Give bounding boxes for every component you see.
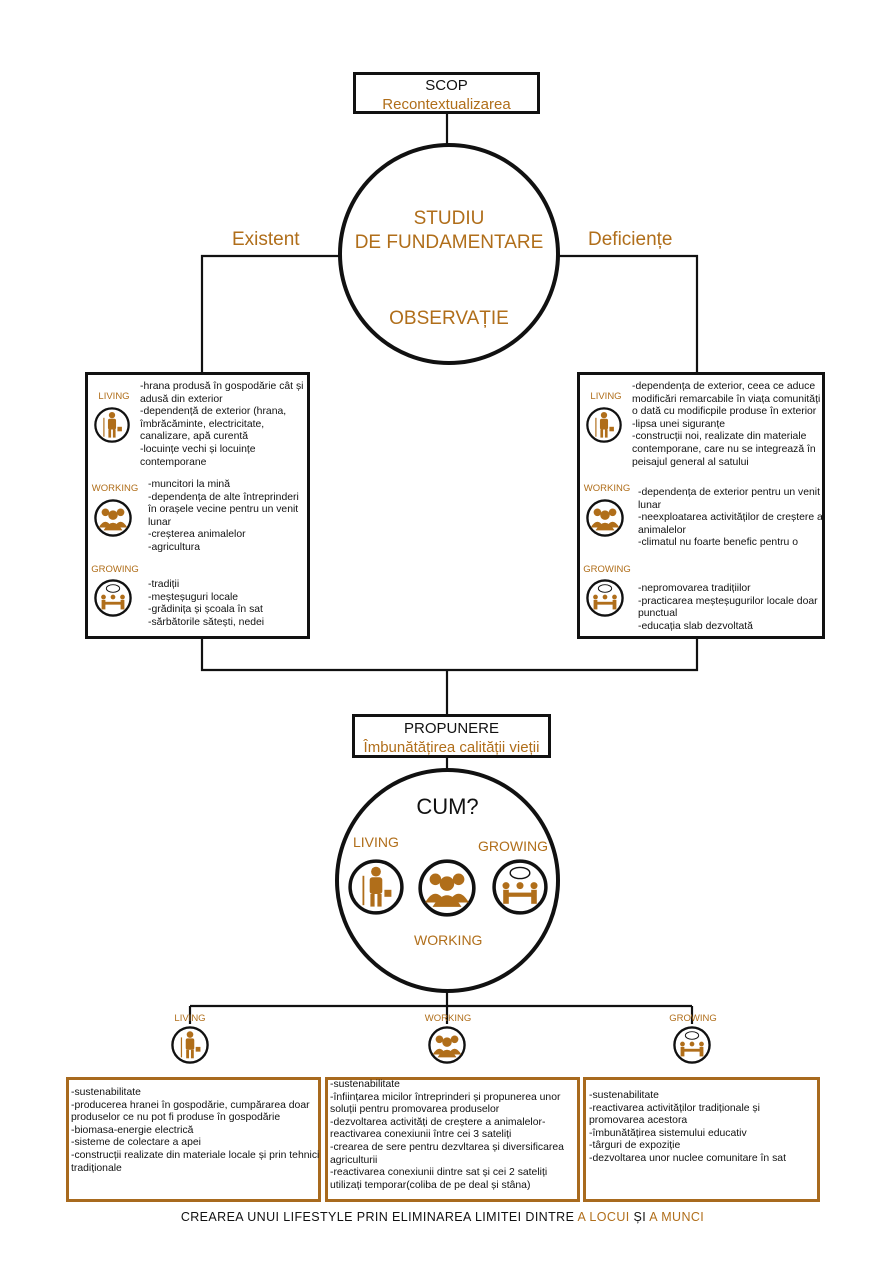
observatie-label: OBSERVAȚIE bbox=[389, 308, 509, 329]
propunere-value: Îmbunătățirea calității vieții bbox=[363, 739, 540, 756]
bottom-growing-text: -sustenabilitate-reactivarea activitățil… bbox=[589, 1090, 786, 1164]
community-table-icon bbox=[586, 579, 624, 622]
existent-panel: LIVING -hrana produsă în gospodărie cât … bbox=[85, 372, 310, 639]
cum-title: CUM? bbox=[416, 794, 479, 819]
bottom-living-label: LIVING bbox=[174, 1013, 206, 1024]
group-people-icon bbox=[586, 499, 624, 542]
bottom-working-box: -sustenabilitate-înființarea micilor înt… bbox=[325, 1077, 580, 1202]
existent-working-label: WORKING bbox=[91, 483, 139, 494]
group-people-icon bbox=[428, 1026, 466, 1069]
propunere-box: PROPUNERE Îmbunătățirea calității vieții bbox=[352, 714, 551, 758]
scop-label: SCOP bbox=[425, 77, 468, 94]
existent-growing-text: -tradiții-meșteșuguri locale-grădinița ș… bbox=[148, 579, 265, 628]
bottom-living-box: -sustenabilitate-producerea hranei în go… bbox=[66, 1077, 321, 1202]
group-people-icon bbox=[418, 859, 476, 922]
footer-highlight-munci: A MUNCI bbox=[649, 1210, 705, 1224]
deficiente-growing-text: -nepromovarea tradițiilor-practicarea me… bbox=[638, 583, 818, 632]
farmer-icon bbox=[94, 407, 130, 448]
existent-label: Existent bbox=[232, 229, 300, 250]
farmer-icon bbox=[171, 1026, 209, 1069]
farmer-icon bbox=[348, 859, 404, 920]
studiu-title-line2: DE FUNDAMENTARE bbox=[354, 232, 544, 253]
propunere-label: PROPUNERE bbox=[403, 720, 500, 737]
footer-statement: CREAREA UNUI LIFESTYLE PRIN ELIMINAREA L… bbox=[180, 1210, 705, 1224]
community-table-icon bbox=[94, 579, 132, 622]
deficiente-working-label: WORKING bbox=[583, 483, 631, 494]
existent-living-label: LIVING bbox=[98, 391, 130, 402]
farmer-icon bbox=[586, 407, 622, 448]
bottom-working-text: -sustenabilitate-înființarea micilor înt… bbox=[330, 1079, 564, 1191]
studiu-circle: STUDIU DE FUNDAMENTARE OBSERVAȚIE bbox=[338, 143, 560, 365]
bottom-growing-box: -sustenabilitate-reactivarea activitățil… bbox=[583, 1077, 820, 1202]
cum-growing-label: GROWING bbox=[478, 838, 548, 854]
deficiente-panel: LIVING -dependența de exterior, ceea ce … bbox=[577, 372, 825, 639]
deficiente-living-label: LIVING bbox=[590, 391, 622, 402]
cum-working-label: WORKING bbox=[414, 932, 483, 948]
scop-value: Recontextualizarea bbox=[382, 96, 511, 113]
bottom-working-label: WORKING bbox=[424, 1013, 472, 1024]
community-table-icon bbox=[673, 1026, 711, 1069]
bottom-growing-label: GROWING bbox=[669, 1013, 717, 1024]
deficiente-label: Deficiențe bbox=[588, 229, 673, 250]
existent-growing-label: GROWING bbox=[91, 564, 139, 575]
footer-highlight-locui: A LOCUI bbox=[577, 1210, 630, 1224]
bottom-living-text: -sustenabilitate-producerea hranei în go… bbox=[71, 1087, 320, 1174]
cum-living-label: LIVING bbox=[353, 834, 399, 850]
cum-circle: CUM? LIVING GROWING WORKING bbox=[335, 768, 560, 993]
group-people-icon bbox=[94, 499, 132, 542]
community-table-icon bbox=[492, 859, 548, 920]
studiu-title-line1: STUDIU bbox=[413, 208, 485, 229]
deficiente-growing-label: GROWING bbox=[583, 564, 631, 575]
existent-working-text: -muncitori la mină-dependența de alte în… bbox=[148, 479, 299, 553]
scop-box: SCOP Recontextualizarea bbox=[353, 72, 540, 114]
